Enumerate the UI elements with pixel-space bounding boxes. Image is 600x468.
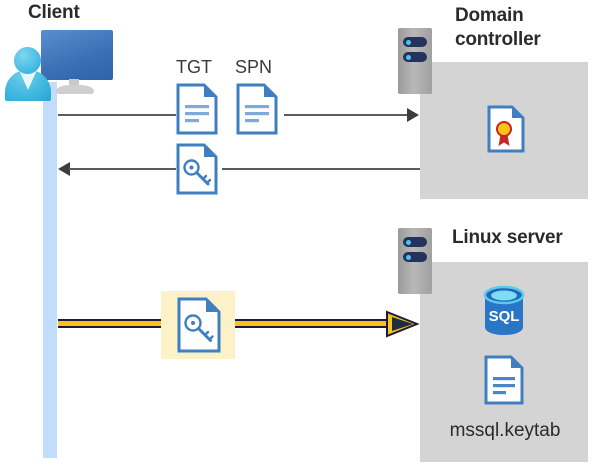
rack-bar-icon	[403, 37, 427, 47]
keytab-filename-label: mssql.keytab	[449, 420, 561, 441]
key-document-icon	[176, 143, 218, 195]
spn-document-icon	[236, 83, 278, 135]
rack-bar-icon	[403, 52, 427, 62]
message-2-arrowhead	[58, 162, 70, 176]
message-2-line-left	[69, 168, 176, 170]
monitor-screen-icon	[41, 30, 113, 80]
monitor-neck-icon	[69, 79, 79, 88]
sql-database-icon: SQL	[483, 285, 525, 335]
keytab-document-icon	[484, 355, 524, 405]
message-1-arrowhead	[407, 108, 419, 122]
spn-label: SPN	[235, 57, 273, 77]
message-3-key-document-icon	[177, 297, 221, 353]
tgt-document-icon	[176, 83, 218, 135]
rack-led-icon	[406, 239, 411, 245]
domain-controller-server-rack-icon	[398, 28, 432, 94]
message-3-line-left	[58, 319, 161, 328]
message-3-line-right	[235, 319, 390, 328]
message-3-arrowhead	[386, 310, 420, 338]
message-1-line-right	[284, 114, 408, 116]
client-lifeline	[43, 82, 57, 458]
rack-led-icon	[406, 54, 411, 60]
message-1-line-left	[58, 114, 176, 116]
linux-server-rack-icon	[398, 228, 432, 294]
rack-bar-icon	[403, 237, 427, 247]
person-collar-icon	[19, 70, 37, 90]
person-head-icon	[14, 47, 41, 74]
rack-bar-icon	[403, 252, 427, 262]
linux-server-title: Linux server	[452, 227, 563, 248]
domain-controller-title: Domain controller	[455, 5, 541, 50]
certificate-document-icon	[487, 105, 525, 153]
message-2-line-right	[222, 168, 420, 170]
rack-led-icon	[406, 254, 411, 260]
monitor-base-icon	[56, 85, 94, 94]
client-title: Client	[28, 2, 80, 23]
sql-icon-text: SQL	[489, 308, 520, 325]
rack-led-icon	[406, 39, 411, 45]
tgt-label: TGT	[176, 57, 212, 77]
